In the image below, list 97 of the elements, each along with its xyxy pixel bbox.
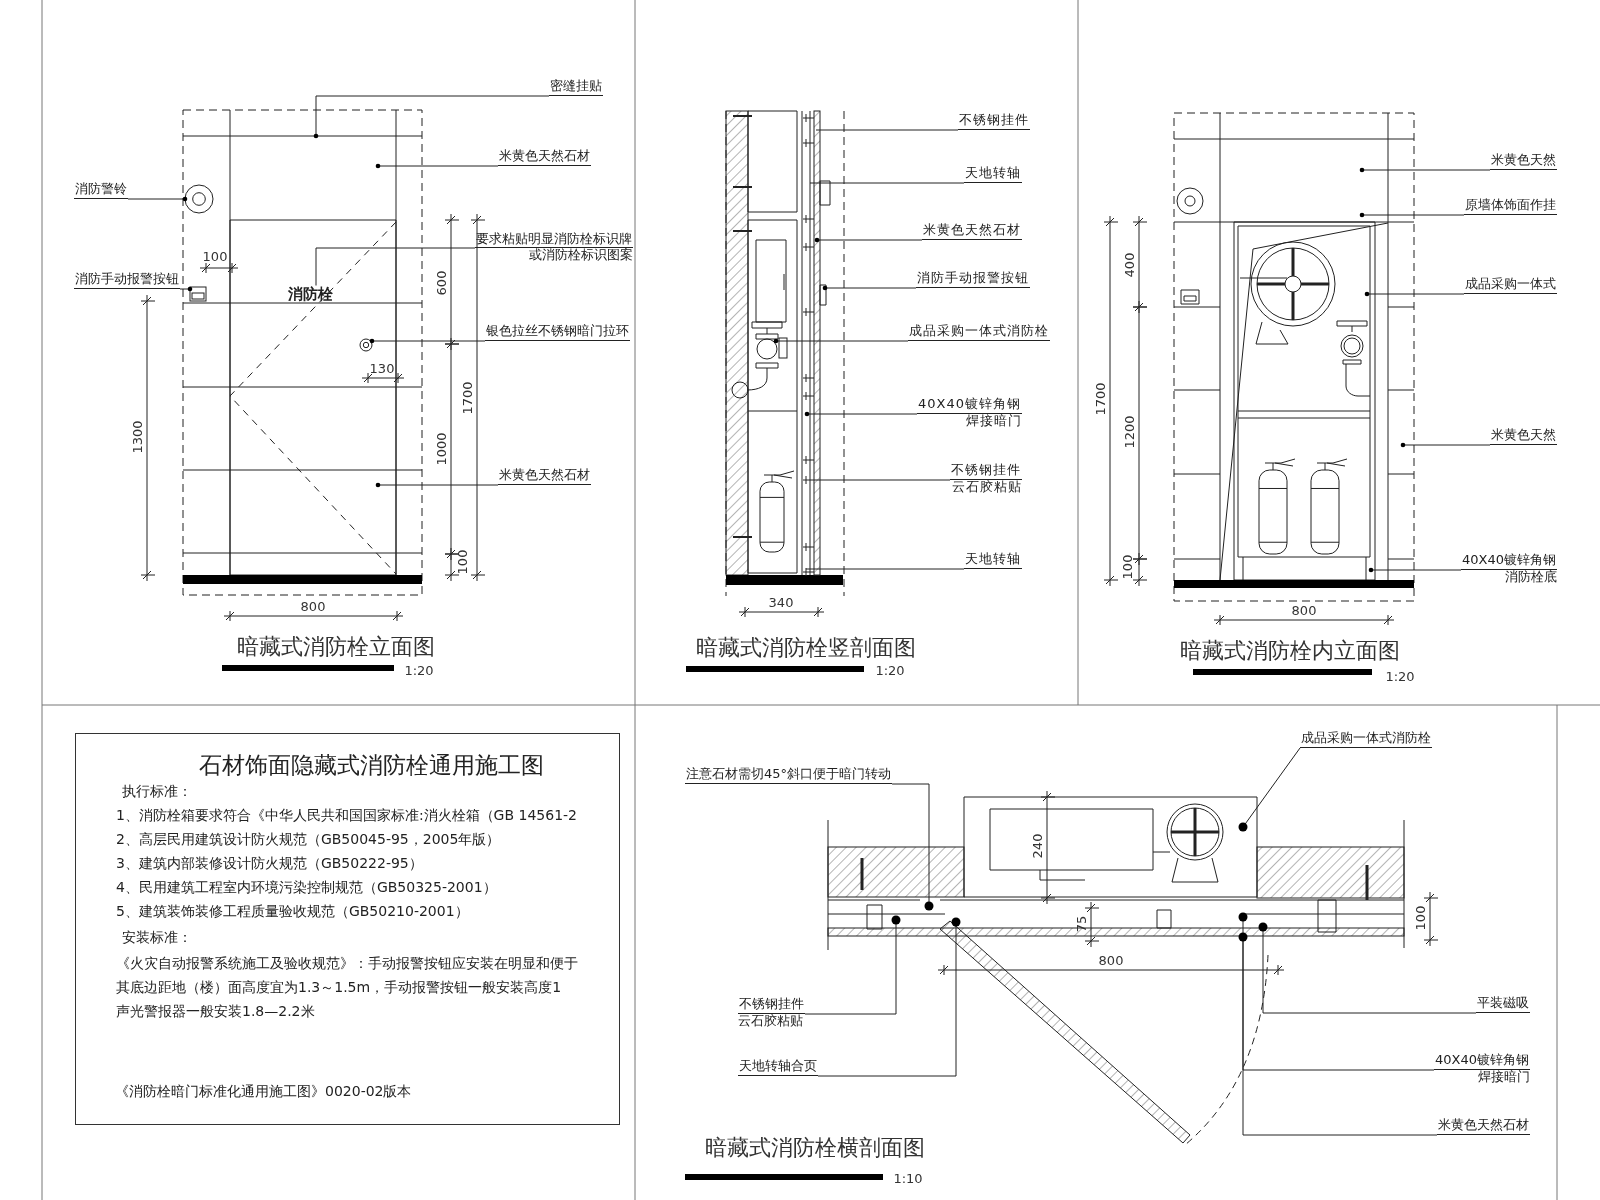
dimension-value: 100: [1120, 554, 1136, 580]
leader-line: [804, 411, 918, 417]
leader-line: [1258, 922, 1477, 1014]
note-line: 执行标准：: [122, 783, 192, 800]
callout-text: 40X40镀锌角钢 焊接暗门: [917, 397, 1022, 429]
note-line: 2、高层民用建筑设计防火规范（GB50045-95，2005年版）: [116, 831, 501, 848]
dimension-value: 1300: [130, 420, 146, 454]
leader-line: [773, 338, 909, 344]
dimension-value: 100: [1413, 905, 1429, 931]
leader-line: [315, 247, 476, 286]
leader-line: [809, 182, 965, 184]
callout-text: 银色拉丝不锈钢暗门拉环: [485, 324, 630, 341]
callout-text: 密缝挂贴: [549, 79, 603, 96]
callout-text: 成品采购一体式消防栓: [908, 324, 1050, 341]
callout-text: 成品采购一体式: [1464, 277, 1557, 294]
notes-box: [75, 733, 620, 1125]
leader-line: [891, 783, 934, 911]
note-line: 声光警报器一般安装1.8—2.2米: [116, 1003, 315, 1020]
callout-text: 不锈钢挂件: [958, 113, 1030, 130]
callout-text: 消防警铃: [74, 182, 128, 199]
leader-line: [127, 196, 188, 202]
callout-text: 米黄色天然: [1490, 153, 1557, 170]
view-title: 暗藏式消防栓内立面图: [1180, 638, 1400, 664]
leader-line: [313, 95, 550, 139]
scale-label: 1:20: [404, 663, 434, 679]
callout-text: 米黄色天然石材: [922, 223, 1022, 240]
scale-label: 1:10: [893, 1171, 923, 1187]
dimension-value: 1200: [1122, 415, 1138, 449]
alarm-button-icon: [189, 286, 207, 302]
note-line: 《火灾自动报警系统施工及验收规范》：手动报警按钮应安装在明显和便于: [116, 955, 578, 972]
dimension-value: 1000: [434, 432, 450, 466]
dimension-value: 130: [369, 361, 395, 377]
alarm-bell-icon: [184, 184, 214, 214]
notes-title: 石材饰面隐藏式消防栓通用施工图: [198, 752, 544, 779]
callout-text: 原墙体饰面作挂: [1464, 198, 1557, 215]
dimension-value: 100: [455, 549, 471, 575]
callout-text: 消防手动报警按钮: [916, 271, 1030, 288]
leader-line: [375, 163, 499, 169]
note-line: 《消防栓暗门标准化通用施工图》0020-02版本: [115, 1083, 412, 1100]
callout-text: 不锈钢挂件 云石胶粘贴: [950, 463, 1022, 495]
leader-line: [805, 568, 965, 570]
callout-text: 米黄色天然石材: [498, 468, 591, 485]
leader-line: [815, 129, 959, 131]
view-title: 暗藏式消防栓横剖面图: [705, 1135, 925, 1161]
dimension-value: 100: [202, 249, 228, 265]
scale-label: 1:20: [1385, 669, 1415, 685]
dimension-value: 800: [1098, 953, 1124, 969]
callout-text: 40X40镀锌角钢 消防栓底: [1461, 553, 1557, 585]
dimension-value: 600: [434, 270, 450, 296]
callout-text: 米黄色天然: [1490, 428, 1557, 445]
leader-line: [822, 285, 917, 291]
leader-line: [804, 915, 901, 1015]
leader-line: [1238, 932, 1438, 1136]
callout-text: 成品采购一体式消防栓: [1300, 731, 1432, 748]
leader-line: [1359, 167, 1491, 173]
leader-line: [814, 237, 923, 243]
leader-line: [813, 479, 951, 481]
note-line: 4、民用建筑工程室内环境污染控制规范（GB50325-2001）: [116, 879, 497, 896]
callout-text: 天地转轴合页: [738, 1059, 818, 1076]
dimension-value: 1700: [1093, 382, 1109, 416]
callout-text: 米黄色天然石材: [1437, 1118, 1530, 1135]
dimension-value: 75: [1074, 915, 1090, 933]
door-handle-icon: [359, 338, 373, 352]
leader-line: [1238, 747, 1301, 832]
note-line: 安装标准：: [122, 929, 192, 946]
leader-line: [1359, 212, 1465, 218]
leader-line: [1364, 291, 1465, 297]
callout-text: 40X40镀锌角钢 焊接暗门: [1434, 1053, 1530, 1085]
note-line: 其底边距地（楼）面高度宜为1.3～1.5m，手动报警按钮一般安装高度1: [116, 979, 562, 996]
callout-text: 不锈钢挂件 云石胶粘贴: [738, 997, 805, 1029]
callout-text: 天地转轴: [964, 552, 1022, 569]
callout-text: 天地转轴: [964, 166, 1022, 183]
note-line: 5、建筑装饰装修工程质量验收规范（GB50210-2001）: [116, 903, 469, 920]
dimension-value: 800: [300, 599, 326, 615]
dimension-value: 400: [1122, 252, 1138, 278]
callout-text: 消防手动报警按钮: [74, 272, 180, 289]
leader-line: [1368, 567, 1462, 573]
leader-line: [369, 338, 486, 344]
dimension-value: 800: [1291, 603, 1317, 619]
callout-text: 米黄色天然石材: [498, 149, 591, 166]
dimension-value: 240: [1030, 833, 1046, 859]
dimension-value: 1700: [460, 381, 476, 415]
scale-label: 1:20: [875, 663, 905, 679]
dimension-value: 340: [768, 595, 794, 611]
leader-line: [179, 286, 193, 292]
note-line: 1、消防栓箱要求符合《中华人民共和国国家标准:消火栓箱（GB 14561-2: [116, 807, 578, 824]
leader-line: [375, 482, 499, 488]
leader-line: [1238, 912, 1435, 1071]
leader-line: [817, 917, 961, 1077]
callout-text: 注意石材需切45°斜口便于暗门转动: [685, 767, 893, 784]
callout-text: 要求粘贴明显消防栓标识牌 或消防栓标识图案: [475, 232, 633, 263]
callout-text: 平装磁吸: [1476, 996, 1530, 1013]
note-line: 3、建筑内部装修设计防火规范（GB50222-95）: [116, 855, 423, 872]
view-title: 暗藏式消防栓立面图: [237, 634, 435, 660]
leader-line: [1400, 442, 1491, 448]
door-sign-text: 消防栓: [287, 285, 333, 303]
view-title: 暗藏式消防栓竖剖面图: [696, 635, 916, 661]
